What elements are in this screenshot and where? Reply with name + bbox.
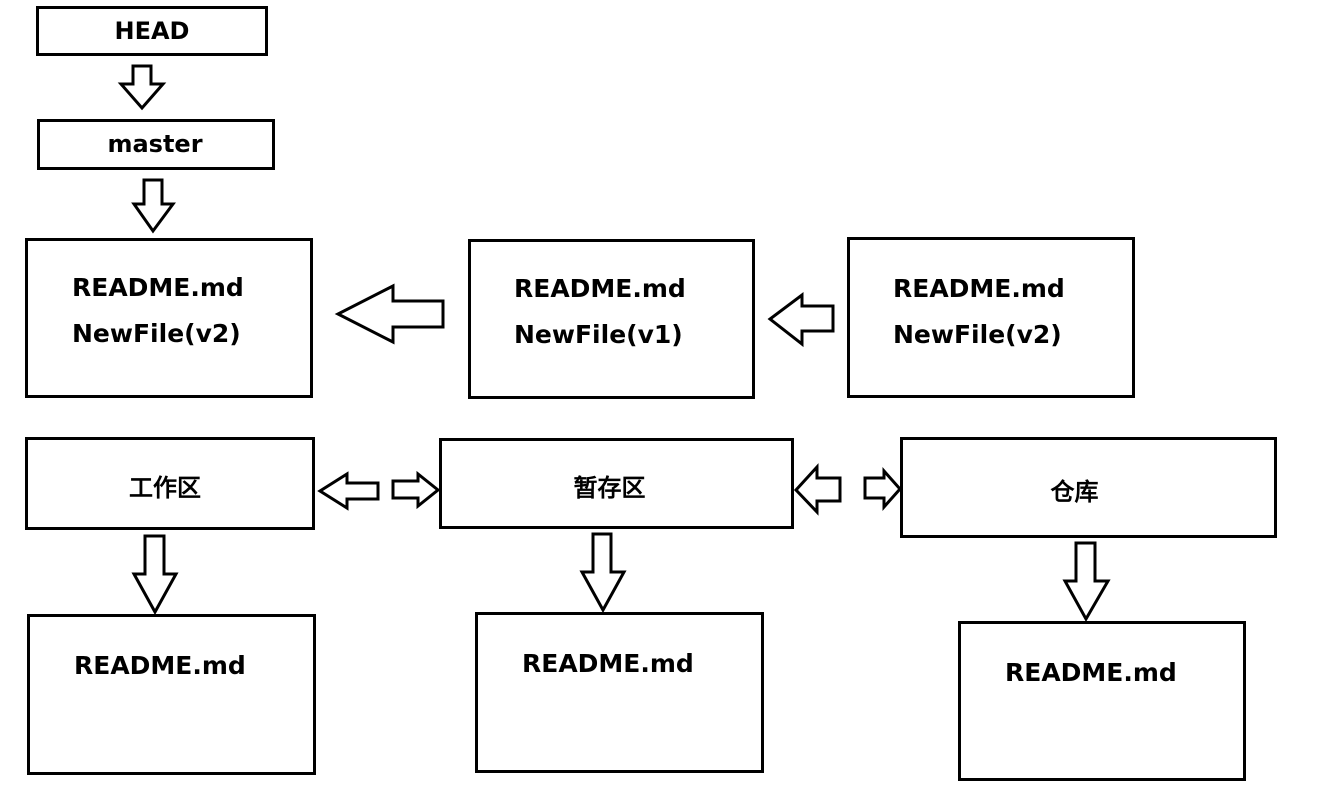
staging-area-left-arrow xyxy=(793,463,842,516)
head-pointer-box: HEAD xyxy=(36,6,268,56)
head-to-master-arrow xyxy=(117,64,167,111)
commit-3-file-1: README.md xyxy=(893,274,1065,303)
commit-box-3: README.md NewFile(v2) xyxy=(847,237,1135,398)
commit-2-to-1-arrow xyxy=(334,283,445,345)
commit-2-file-1: README.md xyxy=(514,274,686,303)
head-pointer-label: HEAD xyxy=(114,17,190,45)
repository-file: README.md xyxy=(1005,658,1177,687)
working-area-contents-box: README.md xyxy=(27,614,316,775)
working-area-label: 工作区 xyxy=(129,474,201,502)
commit-3-to-2-arrow xyxy=(767,292,835,348)
repository-contents-box: README.md xyxy=(958,621,1246,781)
staging-area-down-arrow xyxy=(579,532,627,614)
working-area-left-arrow xyxy=(317,471,380,511)
commit-1-file-1: README.md xyxy=(72,273,244,302)
repository-box: 仓库 xyxy=(900,437,1277,538)
master-branch-label: master xyxy=(107,130,203,158)
working-area-file: README.md xyxy=(74,651,246,680)
commit-box-1: README.md NewFile(v2) xyxy=(25,238,313,398)
working-area-down-arrow xyxy=(131,534,179,616)
repository-down-arrow xyxy=(1062,541,1111,623)
repository-label: 仓库 xyxy=(1050,478,1099,506)
master-to-commit-arrow xyxy=(131,178,176,234)
staging-area-file: README.md xyxy=(522,649,694,678)
staging-area-label: 暂存区 xyxy=(573,474,646,502)
staging-area-right-arrow xyxy=(391,470,441,510)
repository-right-arrow xyxy=(863,467,903,511)
staging-area-contents-box: README.md xyxy=(475,612,764,773)
commit-1-file-2: NewFile(v2) xyxy=(72,319,241,348)
commit-2-file-2: NewFile(v1) xyxy=(514,320,683,349)
master-branch-box: master xyxy=(37,119,275,170)
commit-3-file-2: NewFile(v2) xyxy=(893,320,1062,349)
staging-area-box: 暂存区 xyxy=(439,438,794,529)
working-area-box: 工作区 xyxy=(25,437,315,530)
commit-box-2: README.md NewFile(v1) xyxy=(468,239,755,399)
